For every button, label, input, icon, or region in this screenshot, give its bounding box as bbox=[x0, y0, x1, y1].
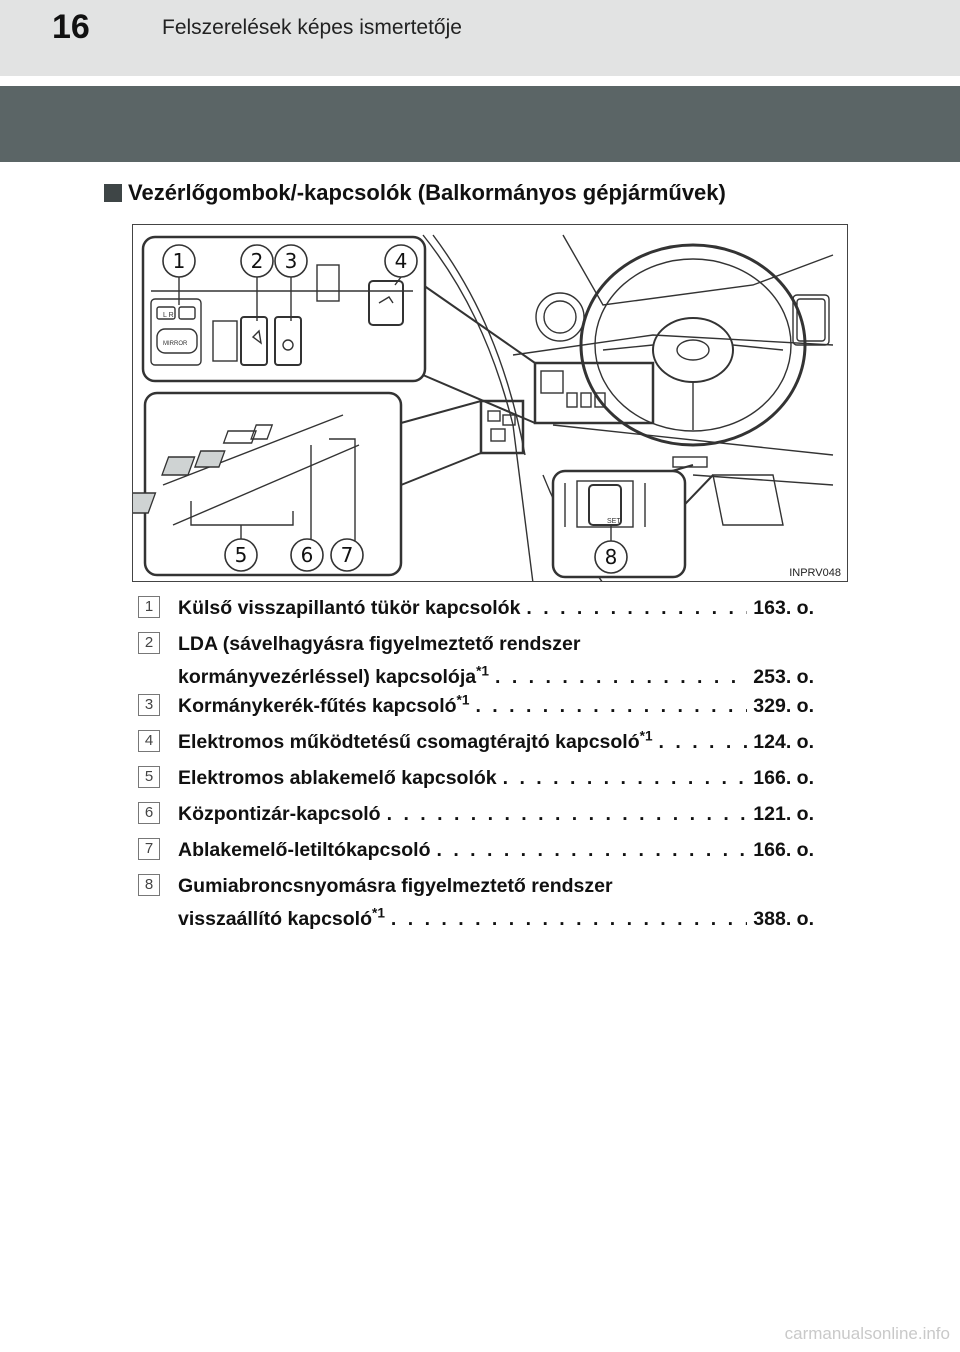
controls-illustration: L R MIRROR SET bbox=[132, 224, 848, 582]
header-banner bbox=[0, 86, 960, 162]
item-number: 5 bbox=[138, 766, 160, 788]
callout-4: 4 bbox=[395, 249, 408, 273]
lr-label: L R bbox=[163, 312, 174, 319]
item-number: 8 bbox=[138, 874, 160, 896]
item-text: Központizár-kapcsoló bbox=[178, 803, 381, 825]
set-label: SET bbox=[607, 518, 621, 525]
item-number: 1 bbox=[138, 596, 160, 618]
item-text: Elektromos ablakemelő kapcsolók bbox=[178, 767, 497, 789]
callout-5: 5 bbox=[235, 543, 248, 567]
watermark: carmanualsonline.info bbox=[784, 1324, 950, 1343]
footnote-mark: *1 bbox=[456, 692, 470, 708]
mirror-label: MIRROR bbox=[163, 341, 188, 347]
callout-1: 1 bbox=[173, 249, 186, 273]
section-title: Vezérlőgombok/-kapcsolók (Balkormányos g… bbox=[128, 180, 726, 205]
item-page[interactable]: 329. o. bbox=[753, 695, 814, 717]
item-text: kormányvezérléssel) kapcsolója bbox=[178, 666, 477, 688]
callout-6: 6 bbox=[301, 543, 314, 567]
callout-7: 7 bbox=[341, 543, 354, 567]
header-title: Felszerelések képes ismertetője bbox=[162, 16, 462, 39]
item-page[interactable]: 166. o. bbox=[753, 767, 814, 789]
item-number: 4 bbox=[138, 730, 160, 752]
item-number: 6 bbox=[138, 802, 160, 824]
figure-code: INPRV048 bbox=[789, 567, 841, 579]
item-page[interactable]: 121. o. bbox=[753, 803, 814, 825]
callout-2: 2 bbox=[251, 249, 264, 273]
callout-8: 8 bbox=[605, 545, 618, 569]
item-text-line1: Gumiabroncsnyomásra figyelmeztető rendsz… bbox=[178, 875, 613, 897]
footnote-mark: *1 bbox=[639, 728, 653, 744]
item-text-line1: LDA (sávelhagyásra figyelmeztető rendsze… bbox=[178, 633, 581, 655]
item-number: 3 bbox=[138, 694, 160, 716]
callout-3: 3 bbox=[285, 249, 298, 273]
section-marker-icon bbox=[104, 184, 122, 202]
header-bar: 16 Felszerelések képes ismertetője bbox=[0, 0, 960, 76]
item-text: Ablakemelő-letiltókapcsoló bbox=[178, 839, 431, 861]
item-number: 2 bbox=[138, 632, 160, 654]
footnote-mark: *1 bbox=[476, 663, 489, 679]
item-page[interactable]: 253. o. bbox=[753, 666, 814, 688]
page-number: 16 bbox=[52, 8, 90, 46]
item-page[interactable]: 124. o. bbox=[753, 731, 814, 753]
footnote-mark: *1 bbox=[372, 905, 385, 921]
dashboard-drawing: L R MIRROR SET bbox=[133, 234, 834, 581]
item-number: 7 bbox=[138, 838, 160, 860]
item-text: visszaállító kapcsoló bbox=[178, 908, 373, 930]
item-text: Kormánykerék-fűtés kapcsoló bbox=[178, 695, 457, 717]
item-text: Elektromos működtetésű csomagtérajtó kap… bbox=[178, 731, 640, 753]
section-heading: Vezérlőgombok/-kapcsolók (Balkormányos g… bbox=[104, 180, 726, 206]
item-page[interactable]: 163. o. bbox=[753, 597, 814, 619]
item-page[interactable]: 166. o. bbox=[753, 839, 814, 861]
item-page[interactable]: 388. o. bbox=[753, 908, 814, 930]
item-text: Külső visszapillantó tükör kapcsolók bbox=[178, 597, 521, 619]
